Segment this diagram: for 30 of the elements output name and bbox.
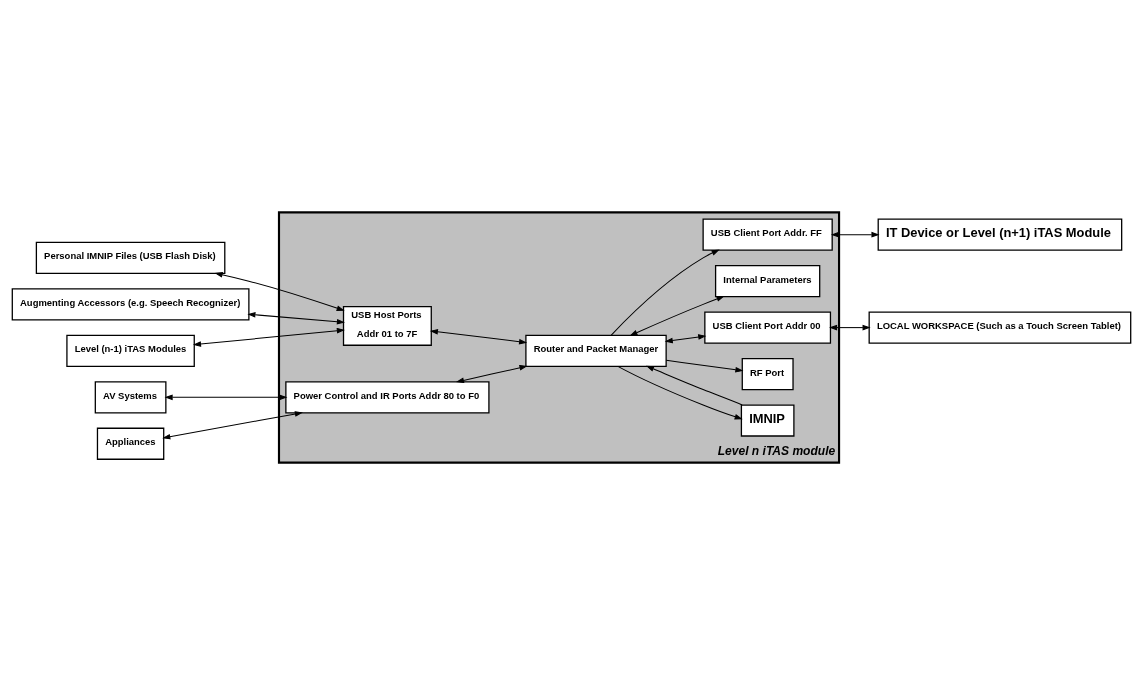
node-box: Augmenting Accessors (e.g. Speech Recognizer) <box>11 288 250 321</box>
arrow <box>664 334 707 344</box>
arrow <box>830 231 880 238</box>
arrow <box>247 312 345 325</box>
node-box: IT Device or Level (n+1) iTAS Module <box>877 218 1123 251</box>
arrow <box>665 359 744 373</box>
arrow <box>455 365 528 384</box>
node-box: Internal Parameters <box>714 265 821 298</box>
node-box: USB Client Port Addr 00 <box>704 311 832 344</box>
node-box: Power Control and IR Ports Addr 80 to F0 <box>285 381 490 414</box>
arrow <box>214 272 345 311</box>
arrow <box>629 296 725 336</box>
arrow <box>429 329 528 345</box>
node-box: IMNIP <box>740 404 795 437</box>
node-box: USB Host Ports Addr 01 to 7F <box>342 305 432 346</box>
node-box: Personal IMNIP Files (USB Flash Disk) <box>35 241 226 275</box>
node-box: Router and Packet Manager <box>525 334 667 367</box>
arrow <box>192 327 345 347</box>
arrow <box>162 411 303 440</box>
arrow <box>610 249 720 336</box>
node-box: RF Port <box>741 357 794 391</box>
arrow <box>164 394 288 401</box>
arrow <box>617 365 743 420</box>
node-box: Level (n-1) iTAS Modules <box>66 334 195 367</box>
arrow <box>829 324 871 331</box>
arrow <box>645 365 743 406</box>
node-box: LOCAL WORKSPACE (Such as a Touch Screen Tablet) <box>868 311 1132 344</box>
node-box: USB Client Port Addr. FF <box>702 218 833 251</box>
node-box: Appliances <box>96 427 165 460</box>
node-box: AV Systems <box>94 381 167 414</box>
